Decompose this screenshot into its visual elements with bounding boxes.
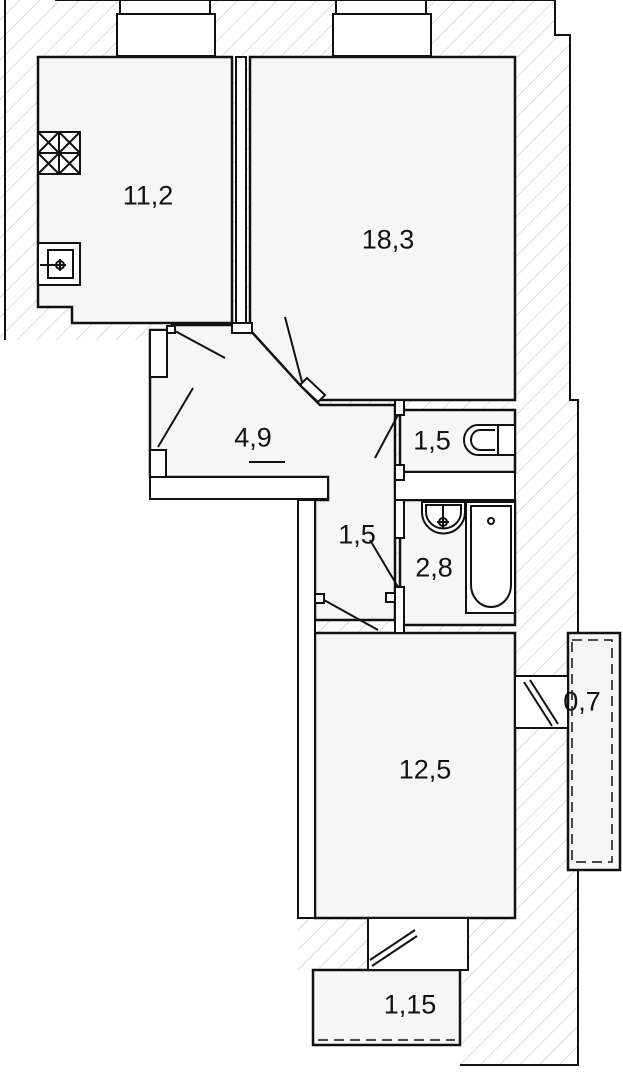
bathtub-icon: [465, 501, 516, 614]
room-area-bedroom-large: 18,3: [361, 224, 415, 255]
toilet-icon: [463, 424, 516, 456]
door-bedroom-small: [314, 593, 379, 631]
room-bedroom-large: [248, 55, 517, 402]
room-area-toilet: 1,5: [413, 425, 451, 456]
door-balcony: [523, 679, 559, 727]
washbasin-icon: [421, 501, 466, 535]
room-area-loggia: 1,15: [383, 989, 437, 1020]
room-area-balcony: 0,7: [563, 686, 601, 717]
door-bedroom-large: [284, 316, 327, 404]
room-area-kitchen: 11,2: [122, 180, 174, 211]
window-kitchen: [116, 0, 216, 57]
room-area-corridor: 1,5: [338, 519, 376, 550]
kitchen-sink-icon: [37, 242, 81, 286]
window-bedroom-large: [332, 0, 432, 57]
door-entrance: [157, 387, 194, 448]
room-area-bathroom: 2,8: [415, 552, 453, 583]
room-area-hallway: 4,9: [234, 422, 272, 453]
door-toilet: [374, 399, 405, 459]
door-loggia: [369, 929, 418, 967]
door-kitchen: [166, 325, 226, 359]
stove-icon: [37, 131, 81, 175]
door-bathroom: [369, 539, 399, 603]
room-kitchen: [36, 55, 234, 325]
room-area-bedroom-small: 12,5: [398, 754, 452, 785]
